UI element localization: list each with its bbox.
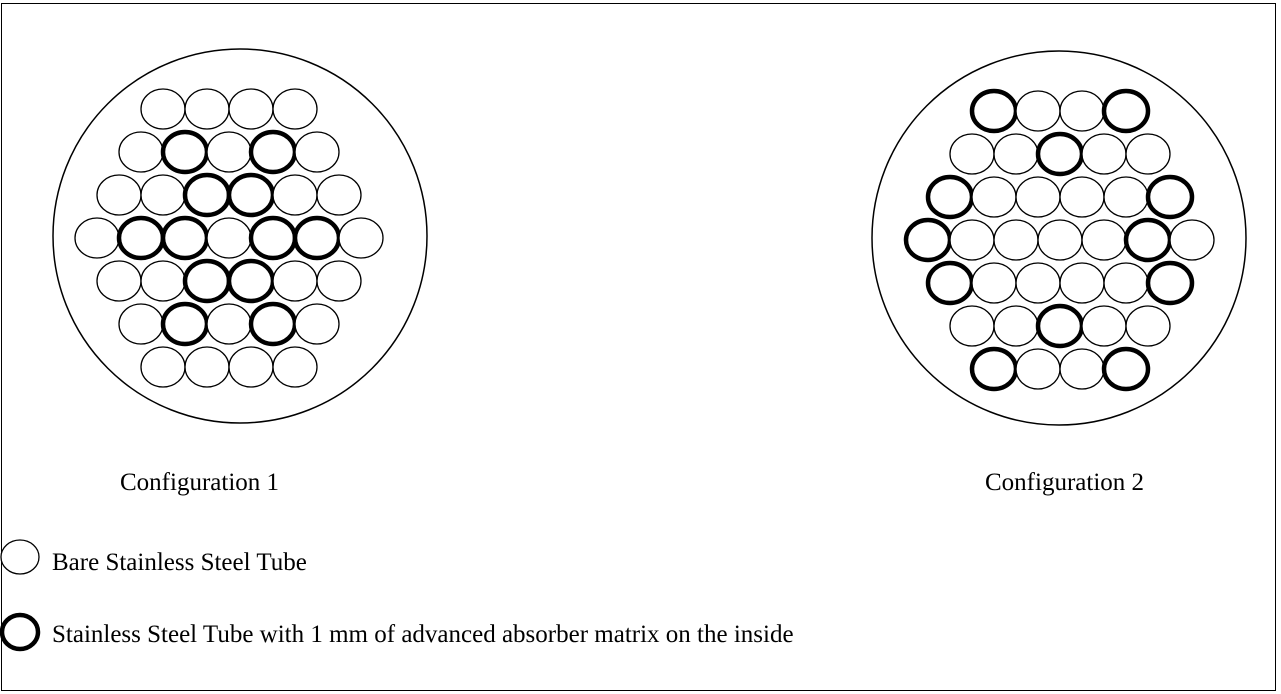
bare-tube	[118, 303, 164, 345]
bare-tube	[272, 346, 318, 388]
bare-tube	[1081, 219, 1127, 261]
bare-tube	[1015, 262, 1061, 304]
bare-tube	[272, 88, 318, 130]
absorber-tube	[292, 215, 342, 261]
legend-absorber-tube-label: Stainless Steel Tube with 1 mm of advanc…	[52, 621, 794, 648]
bare-tube	[993, 219, 1039, 261]
bare-tube	[1103, 176, 1149, 218]
bare-tube	[96, 174, 142, 216]
bare-tube	[74, 217, 120, 259]
bare-tube	[1169, 219, 1215, 261]
absorber-tube	[903, 217, 953, 263]
absorber-tube	[160, 215, 210, 261]
bare-tube	[228, 88, 274, 130]
absorber-tube	[1145, 174, 1195, 220]
absorber-tube	[969, 346, 1019, 392]
bare-tube	[949, 305, 995, 347]
assembly-outline-config-2	[871, 50, 1247, 426]
figure-frame	[1, 3, 1276, 691]
bare-tube	[1015, 90, 1061, 132]
tube-bundle-config-2	[903, 88, 1215, 392]
bare-tube	[96, 260, 142, 302]
bare-tube	[294, 131, 340, 173]
tube-bundle-config-1	[74, 88, 384, 388]
absorber-tube	[925, 260, 975, 306]
bare-tube	[316, 174, 362, 216]
bare-tube	[971, 176, 1017, 218]
bare-tube	[949, 219, 995, 261]
bare-tube	[1081, 133, 1127, 175]
bare-tube	[949, 133, 995, 175]
bare-tube	[1037, 219, 1083, 261]
bare-tube	[1015, 176, 1061, 218]
absorber-tube	[969, 88, 1019, 134]
bare-tube	[338, 217, 384, 259]
absorber-tube	[182, 172, 232, 218]
legend-bare-tube-label: Bare Stainless Steel Tube	[52, 549, 307, 576]
absorber-tube	[1101, 88, 1151, 134]
configuration-2-caption: Configuration 2	[985, 469, 1145, 496]
absorber-tube	[116, 215, 166, 261]
bare-tube	[1081, 305, 1127, 347]
bare-tube	[1059, 262, 1105, 304]
bare-tube	[971, 262, 1017, 304]
absorber-tube	[1035, 131, 1085, 177]
assembly-outline-config-1	[52, 48, 428, 424]
absorber-tube	[1035, 303, 1085, 349]
absorber-tube	[160, 129, 210, 175]
bare-tube	[206, 217, 252, 259]
bare-tube	[184, 346, 230, 388]
absorber-tube	[248, 301, 298, 347]
absorber-tube	[248, 129, 298, 175]
bare-tube	[1125, 133, 1171, 175]
configuration-1-caption: Configuration 1	[120, 469, 280, 496]
legend-symbols	[0, 539, 41, 652]
absorber-tube	[1101, 346, 1151, 392]
bare-tube	[1015, 348, 1061, 390]
legend-bare-tube-symbol	[0, 539, 40, 575]
bare-tube	[272, 174, 318, 216]
bare-tube	[140, 346, 186, 388]
absorber-tube	[226, 172, 276, 218]
bare-tube	[1059, 176, 1105, 218]
bare-tube	[206, 131, 252, 173]
absorber-tube	[182, 258, 232, 304]
bare-tube	[1125, 305, 1171, 347]
absorber-tube	[1145, 260, 1195, 306]
bare-tube	[118, 131, 164, 173]
bare-tube	[228, 346, 274, 388]
bare-tube	[993, 133, 1039, 175]
bare-tube	[184, 88, 230, 130]
bare-tube	[206, 303, 252, 345]
bare-tube	[140, 260, 186, 302]
bare-tube	[316, 260, 362, 302]
bare-tube	[140, 174, 186, 216]
absorber-tube	[226, 258, 276, 304]
bare-tube	[1059, 90, 1105, 132]
legend-absorber-tube-symbol	[0, 612, 41, 652]
bare-tube	[272, 260, 318, 302]
bare-tube	[294, 303, 340, 345]
absorber-tube	[925, 174, 975, 220]
absorber-tube	[248, 215, 298, 261]
bare-tube	[1103, 262, 1149, 304]
absorber-tube	[160, 301, 210, 347]
bare-tube	[993, 305, 1039, 347]
absorber-tube	[1123, 217, 1173, 263]
bare-tube	[1059, 348, 1105, 390]
bare-tube	[140, 88, 186, 130]
